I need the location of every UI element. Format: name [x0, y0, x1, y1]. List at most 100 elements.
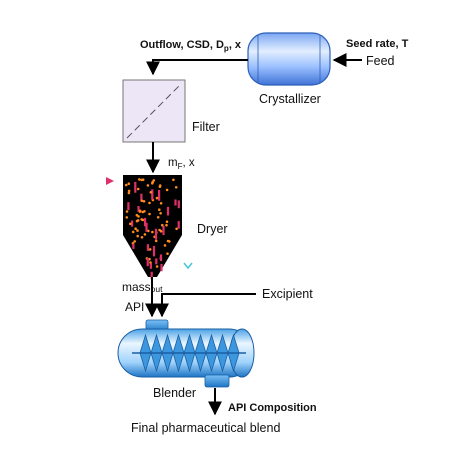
dryer-particle	[163, 244, 167, 247]
dryer-particle	[135, 213, 139, 217]
dryer-particle	[159, 212, 162, 215]
dryer-particle	[127, 191, 131, 195]
dryer-crystal	[160, 263, 163, 272]
dryer-crystal	[145, 222, 148, 232]
excipient-line	[155, 293, 256, 318]
dryer-particle	[161, 223, 164, 227]
dryer-crystal	[131, 220, 134, 227]
dryer-particle	[140, 236, 144, 239]
blender-unit	[117, 319, 255, 388]
api-label: API	[125, 300, 144, 314]
dryer-particle	[140, 218, 143, 221]
dryer-crystal	[149, 263, 152, 269]
dryer-particle	[127, 189, 131, 193]
dryer-particle	[172, 178, 175, 182]
dryer-inlet-marker	[106, 177, 114, 185]
dryer-particle	[141, 210, 145, 214]
dryer-particle	[142, 200, 146, 203]
final-blend-label: Final pharmaceutical blend	[131, 421, 280, 435]
dryer-particle	[147, 229, 150, 233]
dryer-particle	[134, 227, 137, 230]
dryer-particle	[152, 179, 156, 182]
dryer-particle	[138, 178, 141, 181]
dryer-crystal	[140, 193, 143, 202]
feed-label: Feed	[366, 54, 395, 68]
dryer-crystal	[155, 258, 158, 265]
dryer-crystal	[177, 200, 180, 209]
dryer-particle	[129, 222, 132, 226]
dryer-particle	[174, 186, 178, 189]
dryer-particle	[136, 187, 140, 191]
outflow-label: Outflow, CSD, Dp, x	[140, 39, 242, 53]
dryer-crystal	[174, 199, 177, 206]
dryer-particle	[133, 240, 136, 243]
dryer-particle	[131, 230, 135, 234]
dryer-crystal	[162, 225, 165, 235]
dryer-particle	[125, 216, 129, 219]
excipient-label: Excipient	[262, 287, 313, 301]
dryer-unit	[123, 175, 182, 280]
dryer-particle	[148, 248, 152, 251]
dryer-crystal	[146, 258, 149, 267]
dryer-label: Dryer	[197, 222, 228, 236]
dryer-particle	[158, 208, 161, 211]
outflow-line	[146, 59, 248, 76]
dryer-particle	[138, 210, 142, 213]
dryer-particle	[155, 196, 159, 200]
dryer-particle	[140, 199, 144, 203]
dryer-particle	[151, 230, 154, 234]
dryer-particle	[136, 229, 139, 232]
mf-label: mF, x	[168, 157, 195, 171]
dryer-crystal	[144, 217, 147, 227]
filter-unit	[122, 79, 186, 143]
dryer-crystal	[127, 202, 130, 211]
blender-label: Blender	[153, 386, 196, 400]
dryer-particle	[158, 228, 161, 232]
dryer-particle	[175, 227, 178, 231]
dryer-outlet-marker	[183, 262, 193, 270]
dryer-particle	[166, 239, 170, 243]
dryer-particle	[125, 210, 129, 213]
dryer-particle	[159, 202, 163, 205]
dryer-particle	[151, 182, 154, 185]
dryer-particle	[166, 252, 169, 255]
dryer-particle	[136, 234, 139, 238]
dryer-particle	[154, 239, 158, 243]
dryer-particle	[135, 219, 139, 223]
filter-label: Filter	[192, 120, 220, 134]
dryer-particle	[156, 216, 160, 219]
dryer-crystal	[166, 206, 170, 216]
crystallizer-label: Crystallizer	[259, 92, 321, 106]
dryer-particle	[143, 233, 147, 236]
dryer-particle	[165, 223, 168, 227]
dryer-crystal	[146, 244, 149, 251]
api-composition-label: API Composition	[228, 402, 317, 414]
blender-screw	[132, 333, 246, 373]
dryer-crystal	[152, 245, 156, 257]
dryer-particle	[127, 182, 131, 185]
dryer-particle	[141, 178, 145, 181]
dryer-particle	[149, 261, 152, 264]
dryer-particle	[155, 265, 159, 268]
crystallizer-tank	[247, 32, 331, 86]
dryer-particle	[148, 257, 151, 261]
dryer-particle	[124, 183, 128, 187]
dryer-crystal	[134, 181, 137, 193]
dryer-particle	[165, 188, 169, 192]
dryer-crystal	[132, 243, 135, 249]
dryer-crystal	[158, 189, 161, 201]
dryer-particle	[146, 184, 150, 187]
dryer-particle	[158, 185, 162, 188]
dryer-particle	[148, 201, 151, 205]
dryer-crystal	[159, 254, 163, 262]
dryer-crystal	[151, 189, 154, 200]
dryer-crystal	[154, 228, 158, 240]
mass-out-label: massout	[122, 280, 163, 294]
dryer-crystal	[150, 271, 153, 280]
dryer-crystal	[137, 206, 140, 212]
dryer-particle	[165, 220, 169, 223]
dryer-crystal	[177, 221, 180, 229]
dryer-particles	[124, 178, 180, 280]
dryer-particle	[149, 191, 153, 194]
